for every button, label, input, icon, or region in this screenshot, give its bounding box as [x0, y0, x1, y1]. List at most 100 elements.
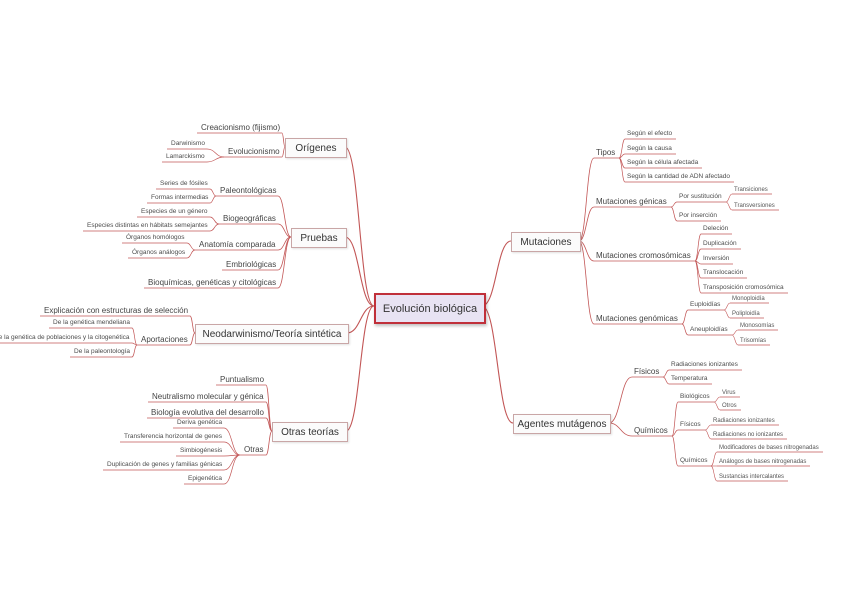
connector-curve	[209, 195, 217, 204]
branch-origenes[interactable]: Orígenes	[285, 138, 347, 158]
subtopic-label[interactable]: Biogeográficas	[223, 214, 276, 223]
root-node[interactable]: Evolución biológica	[374, 293, 486, 324]
connector-curve	[608, 376, 633, 424]
leaf-label[interactable]: Transiciones	[734, 187, 768, 193]
connector-curve	[725, 201, 733, 211]
connector-curve	[713, 401, 721, 411]
detail-label[interactable]: Especies distintas en hábitats semejante…	[87, 222, 208, 229]
subtopic-label[interactable]: Físicos	[634, 367, 660, 376]
branch-otras[interactable]: Otras teorías	[272, 422, 348, 442]
subtopic-label[interactable]: Explicación con estructuras de selección	[44, 306, 189, 315]
connector-curve	[578, 206, 595, 242]
detail-label[interactable]: Duplicación de genes y familias génicas	[107, 461, 223, 468]
detail-label[interactable]: Deleción	[703, 225, 729, 232]
detail-label[interactable]: Aneuploidías	[690, 326, 728, 333]
detail-label[interactable]: De la paleontología	[74, 348, 131, 355]
subtopic-label[interactable]: Neutralismo molecular y génica	[152, 392, 264, 401]
leaf-label[interactable]: Trisomías	[740, 338, 767, 344]
detail-label[interactable]: Temperatura	[671, 375, 708, 382]
connector-curve	[281, 146, 286, 158]
connector-curve	[481, 305, 514, 424]
leaf-label[interactable]: Análogos de bases nitrogenadas	[719, 459, 807, 465]
connector-curve	[671, 401, 679, 437]
detail-label[interactable]: Translocación	[703, 269, 744, 276]
detail-label[interactable]: Euploidías	[690, 301, 721, 308]
detail-label[interactable]: Biológicos	[680, 393, 710, 400]
detail-label[interactable]: Según la causa	[627, 145, 672, 152]
connector-curve	[670, 206, 678, 222]
branch-pruebas[interactable]: Pruebas	[291, 228, 347, 248]
connector-curve	[131, 327, 138, 346]
detail-label[interactable]: Físicos	[680, 421, 701, 428]
connector-curve	[662, 376, 670, 385]
leaf-label[interactable]: Virus	[722, 390, 736, 396]
subtopic-label[interactable]: Creacionismo (fijismo)	[201, 123, 281, 132]
connector-curve	[481, 240, 512, 307]
leaf-label[interactable]: Transversiones	[734, 203, 775, 209]
connector-curve	[189, 332, 196, 346]
branch-agentes[interactable]: Agentes mutágenos	[513, 414, 611, 434]
branch-neodarwinismo[interactable]: Neodarwinismo/Teoría sintética	[195, 324, 349, 344]
detail-label[interactable]: Por sustitución	[679, 193, 722, 200]
connector-curve	[723, 309, 731, 319]
leaf-label[interactable]: Monosomías	[740, 323, 775, 329]
branch-mutaciones[interactable]: Mutaciones	[511, 232, 581, 252]
subtopic-label[interactable]: Anatomía comparada	[199, 240, 276, 249]
connector-curve	[671, 429, 679, 437]
detail-label[interactable]: Según el efecto	[627, 130, 673, 137]
connector-curve	[723, 302, 731, 311]
detail-label[interactable]: Duplicación	[703, 240, 737, 247]
subtopic-label[interactable]: Puntualismo	[220, 375, 265, 384]
detail-label[interactable]: Órganos homólogos	[126, 234, 185, 241]
leaf-label[interactable]: Modificadores de bases nitrogenadas	[719, 445, 819, 451]
detail-label[interactable]: Por inserción	[679, 212, 717, 219]
detail-label[interactable]: Especies de un género	[141, 208, 208, 215]
subtopic-label[interactable]: Embriológicas	[226, 260, 277, 269]
subtopic-label[interactable]: Mutaciones genómicas	[596, 314, 678, 323]
subtopic-label[interactable]: Mutaciones génicas	[596, 197, 667, 206]
leaf-label[interactable]: Monoploidía	[732, 296, 765, 302]
connector-curve	[344, 236, 375, 307]
leaf-label[interactable]: Sustancias intercalantes	[719, 474, 785, 480]
detail-label[interactable]: Formas intermedias	[151, 194, 209, 201]
detail-label[interactable]: Transposición cromosómica	[703, 284, 784, 291]
connector-curve	[618, 138, 626, 159]
detail-label[interactable]: Simbiogénesis	[180, 447, 223, 454]
connector-curve	[710, 465, 718, 482]
detail-label[interactable]: Inversión	[703, 255, 730, 262]
connector-curve	[277, 236, 292, 289]
detail-label[interactable]: Series de fósiles	[160, 180, 208, 187]
connector-curve	[681, 323, 689, 336]
subtopic-label[interactable]: Paleontológicas	[220, 186, 277, 195]
subtopic-label[interactable]: Evolucionismo	[228, 147, 280, 156]
detail-label[interactable]: Epigenética	[188, 475, 222, 482]
connector-curve	[671, 435, 679, 467]
detail-label[interactable]: Según la cantidad de ADN afectado	[627, 173, 730, 180]
leaf-label[interactable]: Otros	[722, 403, 737, 409]
subtopic-label[interactable]: Químicos	[634, 426, 668, 435]
subtopic-label[interactable]: Mutaciones cromosómicas	[596, 251, 691, 260]
connector-curve	[694, 260, 702, 294]
detail-label[interactable]: De la genética de poblaciones y la citog…	[0, 334, 130, 341]
connector-curve	[725, 193, 733, 203]
detail-label[interactable]: Darwinismo	[171, 140, 205, 147]
detail-label[interactable]: De la genética mendeliana	[53, 319, 130, 326]
leaf-label[interactable]: Radiaciones ionizantes	[713, 418, 775, 424]
detail-label[interactable]: Deriva genética	[177, 419, 223, 426]
subtopic-label[interactable]: Aportaciones	[141, 335, 188, 344]
detail-label[interactable]: Órganos análogos	[132, 249, 186, 256]
detail-label[interactable]: Según la célula afectada	[627, 159, 699, 166]
subtopic-label[interactable]: Tipos	[596, 148, 616, 157]
detail-label[interactable]: Lamarckismo	[166, 153, 205, 160]
subtopic-label[interactable]: Biología evolutiva del desarrollo	[151, 408, 264, 417]
detail-label[interactable]: Radiaciones ionizantes	[671, 361, 738, 368]
leaf-label[interactable]: Radiaciones no ionizantes	[713, 432, 784, 438]
subtopic-label[interactable]: Otras	[244, 445, 264, 454]
detail-label[interactable]: Transferencia horizontal de genes	[124, 433, 223, 440]
connector-curve	[265, 430, 273, 456]
detail-label[interactable]: Químicos	[680, 457, 708, 464]
connector-curve	[206, 156, 225, 163]
leaf-label[interactable]: Poliploidía	[732, 311, 760, 317]
subtopic-label[interactable]: Bioquímicas, genéticas y citológicas	[148, 278, 277, 287]
connector-curve	[608, 422, 633, 437]
